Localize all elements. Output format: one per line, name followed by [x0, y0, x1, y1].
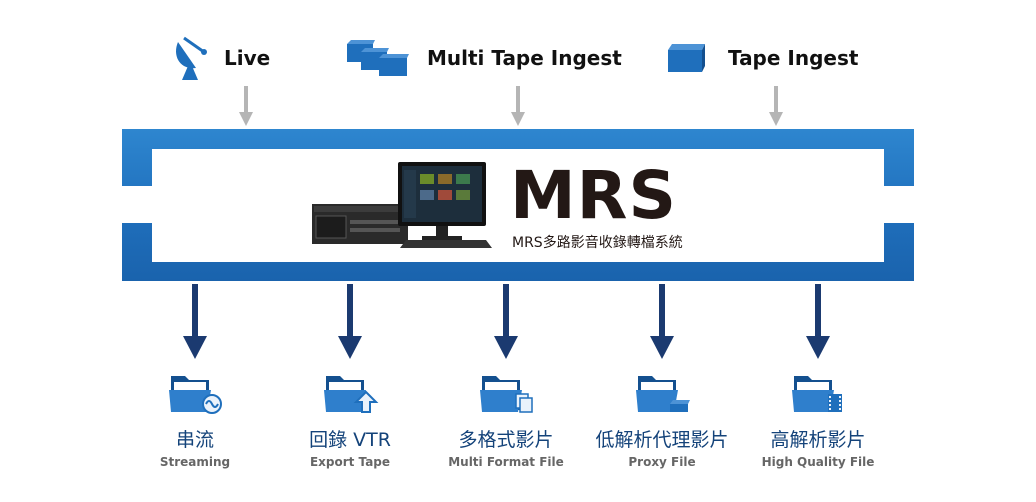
out-arrow-streaming [183, 284, 207, 359]
mrs-frame-interior [152, 149, 884, 262]
output-streaming: 串流 Streaming [120, 368, 270, 469]
output-export-zh: 回錄 VTR [309, 429, 391, 451]
out-arrow-export [338, 284, 362, 359]
output-high-quality: 高解析影片 High Quality File [743, 368, 893, 469]
satellite-dish-icon [176, 36, 207, 80]
frame-right-notch [882, 186, 914, 223]
gray-arrow-multi-tape [511, 86, 525, 126]
gray-arrow-live [239, 86, 253, 126]
output-hq-en: High Quality File [761, 455, 875, 469]
folder-multi-format-icon [480, 376, 533, 413]
input-tape-label: Tape Ingest [728, 46, 859, 70]
output-proxy-en: Proxy File [628, 455, 696, 469]
output-export-tape: 回錄 VTR Export Tape [275, 368, 425, 469]
frame-left-notch [122, 186, 154, 223]
mrs-title: MRS [510, 157, 678, 234]
input-live: Live [170, 34, 270, 82]
out-arrow-multi-format [494, 284, 518, 359]
tape-icon [668, 44, 705, 72]
server-workstation-icon [312, 162, 492, 248]
input-live-label: Live [224, 46, 271, 70]
output-proxy-zh: 低解析代理影片 [595, 429, 729, 451]
input-tape-ingest: Tape Ingest [664, 34, 858, 82]
multi-tape-icon [347, 40, 409, 76]
folder-export-icon [324, 376, 379, 413]
input-multi-tape-label: Multi Tape Ingest [427, 46, 622, 70]
folder-hq-icon [792, 376, 842, 412]
output-multi-format: 多格式影片 Multi Format File [431, 368, 581, 469]
out-arrow-hq [806, 284, 830, 359]
input-multi-tape-ingest: Multi Tape Ingest [345, 34, 622, 82]
output-proxy: 低解析代理影片 Proxy File [587, 368, 737, 469]
gray-arrow-tape [769, 86, 783, 126]
output-multi-format-en: Multi Format File [448, 455, 564, 469]
output-streaming-zh: 串流 [175, 429, 214, 451]
folder-proxy-icon [636, 376, 690, 412]
output-streaming-en: Streaming [159, 455, 231, 469]
output-multi-format-zh: 多格式影片 [458, 429, 554, 451]
output-export-en: Export Tape [309, 455, 391, 469]
out-arrow-proxy [650, 284, 674, 359]
mrs-subtitle: MRS多路影音收錄轉檔系統 [512, 235, 683, 251]
output-hq-zh: 高解析影片 [770, 429, 866, 451]
folder-streaming-icon [169, 376, 222, 414]
